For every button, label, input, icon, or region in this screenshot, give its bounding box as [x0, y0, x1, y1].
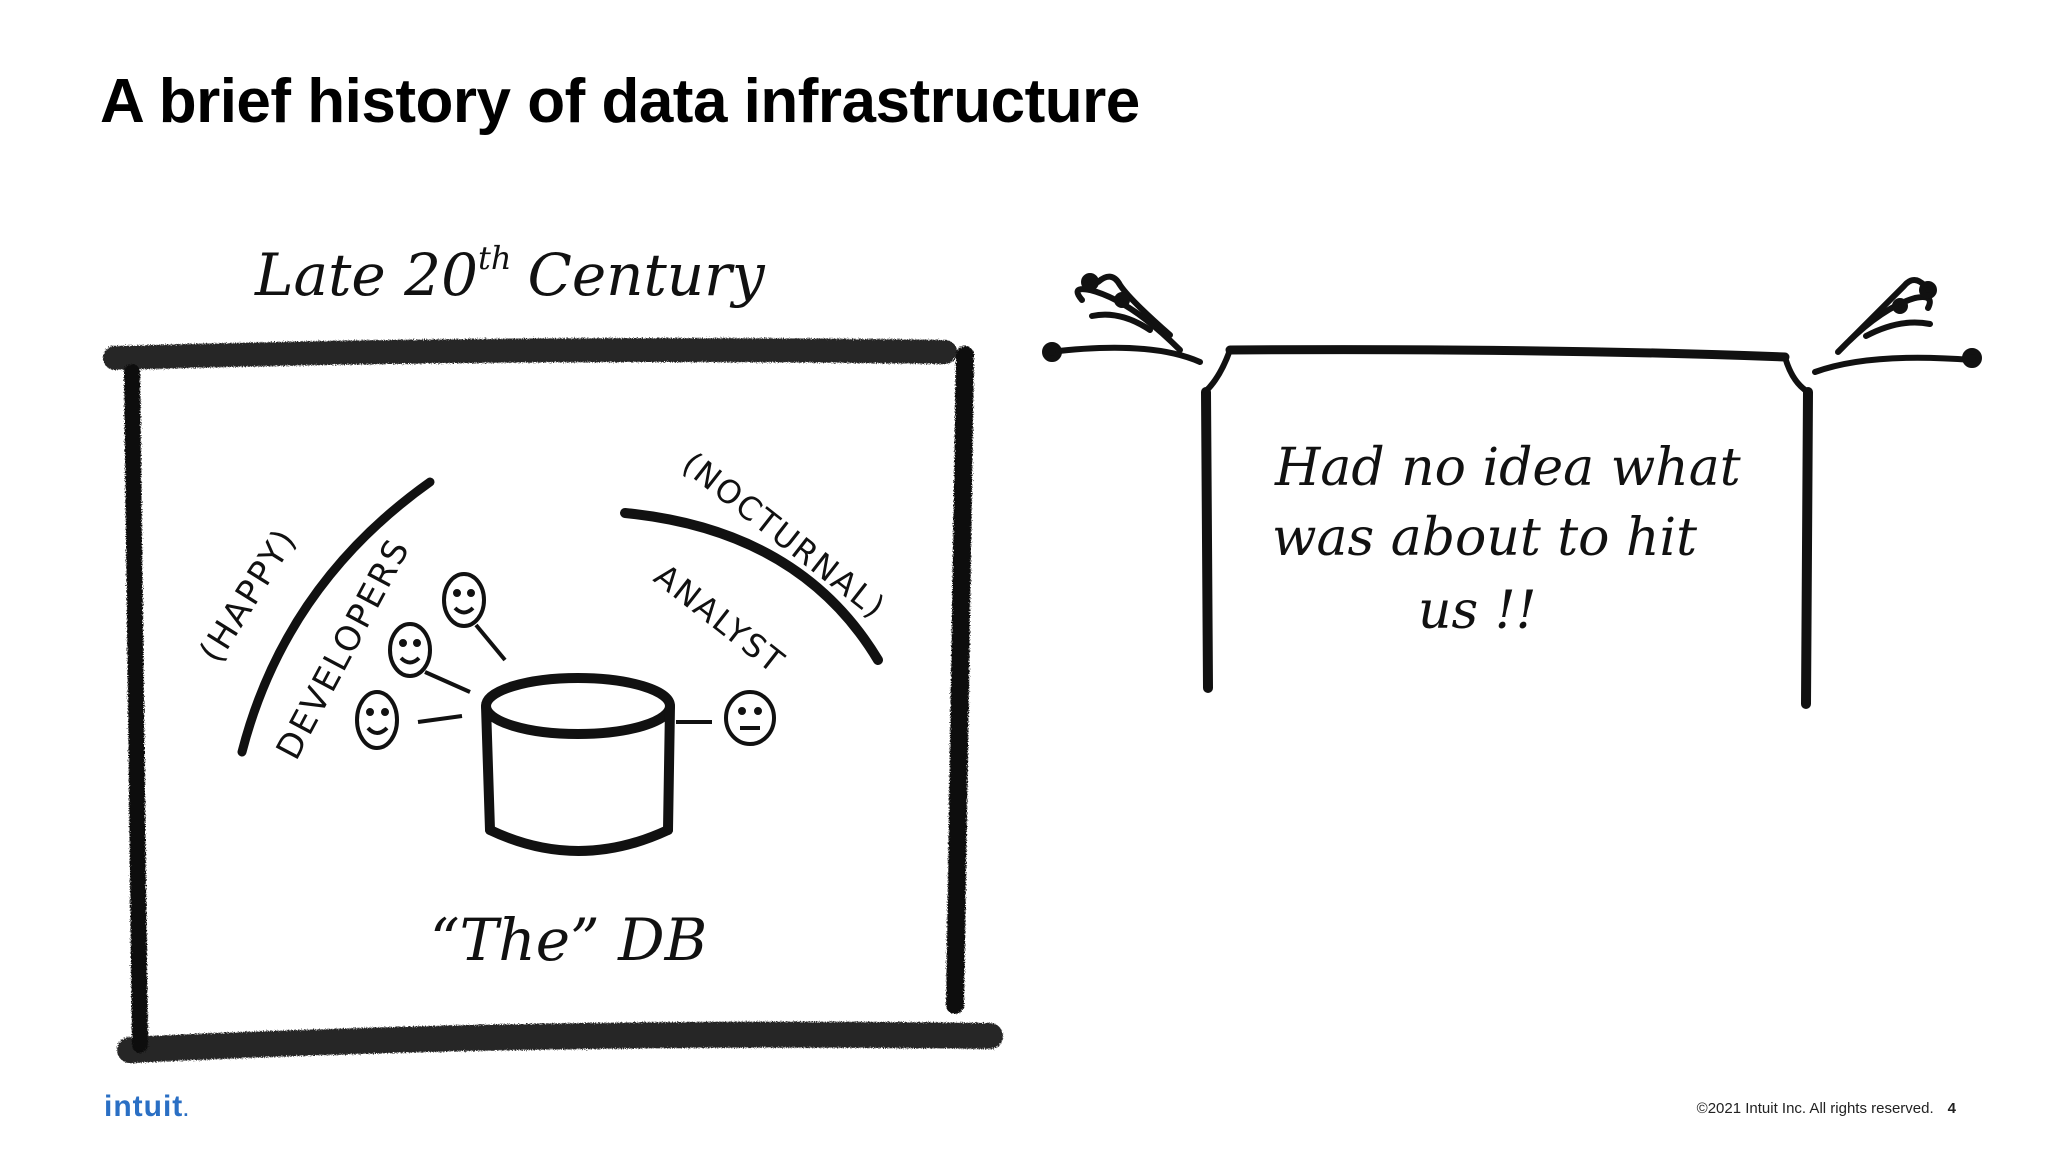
database-icon [481, 673, 675, 856]
banner-line-2: was about to hit [1272, 508, 1697, 568]
banner-frame [1201, 345, 1813, 709]
intuit-logo: intuit. [104, 1090, 189, 1124]
left-scroll-ornament [1042, 273, 1203, 365]
page-number: 4 [1947, 1100, 1956, 1117]
banner-sketch: Had no idea what was about to hit us !! [1042, 273, 1982, 709]
happy-label: (HAPPY) [192, 521, 306, 670]
developer-face-1 [355, 690, 463, 750]
copyright-text: ©2021 Intuit Inc. All rights reserved. [1696, 1100, 1934, 1117]
frame-border [103, 338, 1003, 1063]
right-scroll-ornament [1812, 277, 1982, 375]
banner-line-3: us !! [1418, 581, 1537, 641]
db-label: “The” DB [430, 906, 707, 974]
logo-text: intuit [104, 1090, 184, 1123]
analyst-label: ANALYST [647, 556, 792, 681]
slide-title: A brief history of data infrastructure [100, 67, 1140, 136]
banner-line-1: Had no idea what [1274, 438, 1741, 498]
logo-dot-icon: . [183, 1100, 190, 1120]
footer-right: ©2021 Intuit Inc. All rights reserved. 4 [1697, 1100, 1956, 1117]
developers-arc [237, 477, 435, 757]
developer-face-2 [388, 622, 471, 694]
analyst-arc [620, 508, 883, 665]
developer-face-3 [442, 572, 507, 662]
analyst-face [676, 690, 776, 746]
